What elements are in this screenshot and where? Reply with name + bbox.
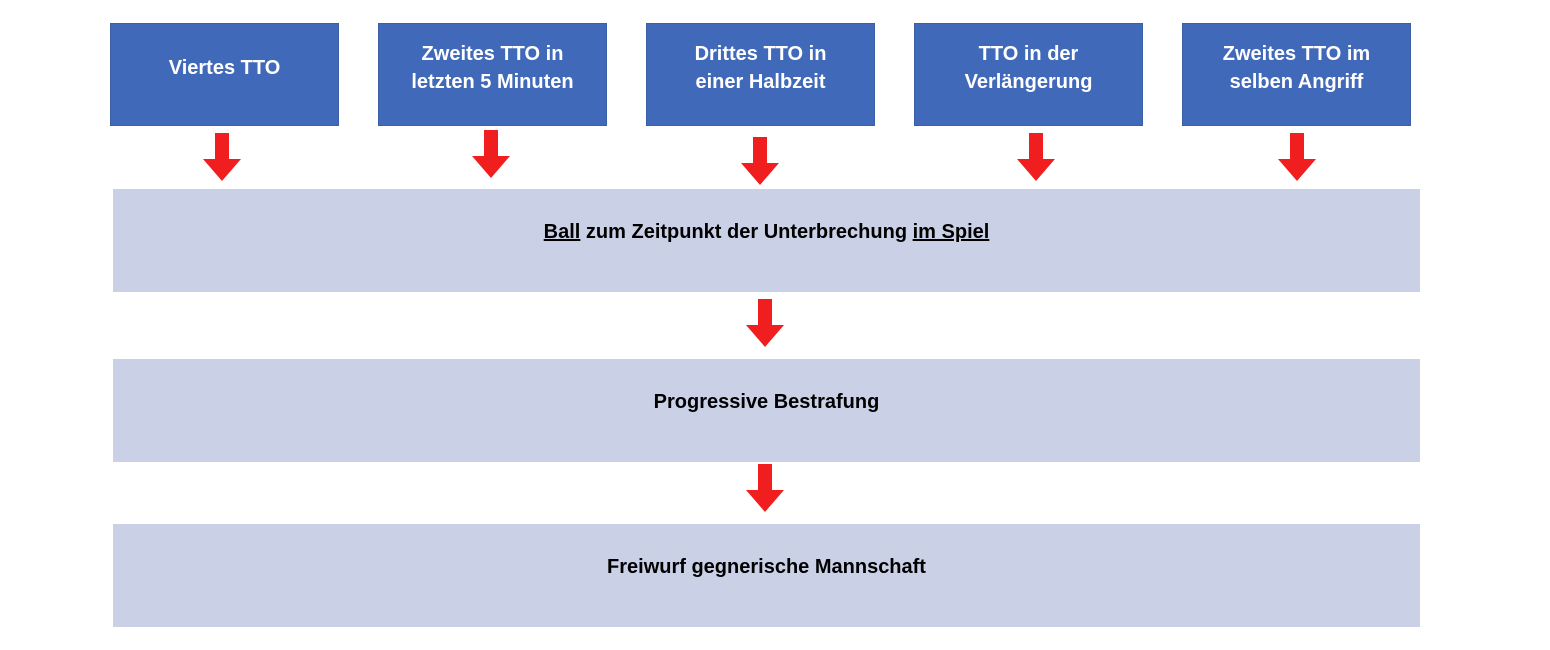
box-line: Zweites TTO im bbox=[1222, 42, 1371, 65]
arrow-down-icon bbox=[472, 130, 510, 178]
band-text-ball: Ball bbox=[543, 221, 581, 243]
box-drittes-tto-halbzeit: Drittes TTO in einer Halbzeit bbox=[646, 23, 875, 126]
band-progressive-bestrafung: Progressive Bestrafung bbox=[113, 359, 1420, 462]
box-line: Viertes TTO bbox=[168, 56, 281, 79]
band-text: Freiwurf gegnerische Mannschaft bbox=[607, 556, 926, 578]
box-line: TTO in der bbox=[978, 42, 1079, 65]
box-line: einer Halbzeit bbox=[695, 70, 826, 93]
band-text-middle: zum Zeitpunkt der Unterbrechung bbox=[580, 221, 913, 243]
box-viertes-tto: Viertes TTO bbox=[110, 23, 339, 126]
band-ball-im-spiel: Ball zum Zeitpunkt der Unterbrechung im … bbox=[113, 189, 1420, 292]
band-freiwurf-gegnerische-mannschaft: Freiwurf gegnerische Mannschaft bbox=[113, 524, 1420, 627]
box-zweites-tto-letzte-5-minuten: Zweites TTO in letzten 5 Minuten bbox=[378, 23, 607, 126]
arrow-down-icon bbox=[1017, 133, 1055, 181]
box-zweites-tto-selber-angriff: Zweites TTO im selben Angriff bbox=[1182, 23, 1411, 126]
band-text-im-spiel: im Spiel bbox=[912, 221, 990, 243]
box-line: Zweites TTO in bbox=[421, 42, 564, 65]
arrow-down-icon bbox=[746, 299, 784, 347]
arrow-down-icon bbox=[1278, 133, 1316, 181]
arrow-down-icon bbox=[203, 133, 241, 181]
box-line: letzten 5 Minuten bbox=[411, 70, 574, 93]
box-line: selben Angriff bbox=[1229, 70, 1364, 93]
band-text: Progressive Bestrafung bbox=[653, 391, 880, 413]
box-line: Verlängerung bbox=[964, 70, 1093, 93]
box-tto-verlaengerung: TTO in der Verlängerung bbox=[914, 23, 1143, 126]
box-line: Drittes TTO in bbox=[694, 42, 827, 65]
arrow-down-icon bbox=[746, 464, 784, 512]
arrow-down-icon bbox=[741, 137, 779, 185]
